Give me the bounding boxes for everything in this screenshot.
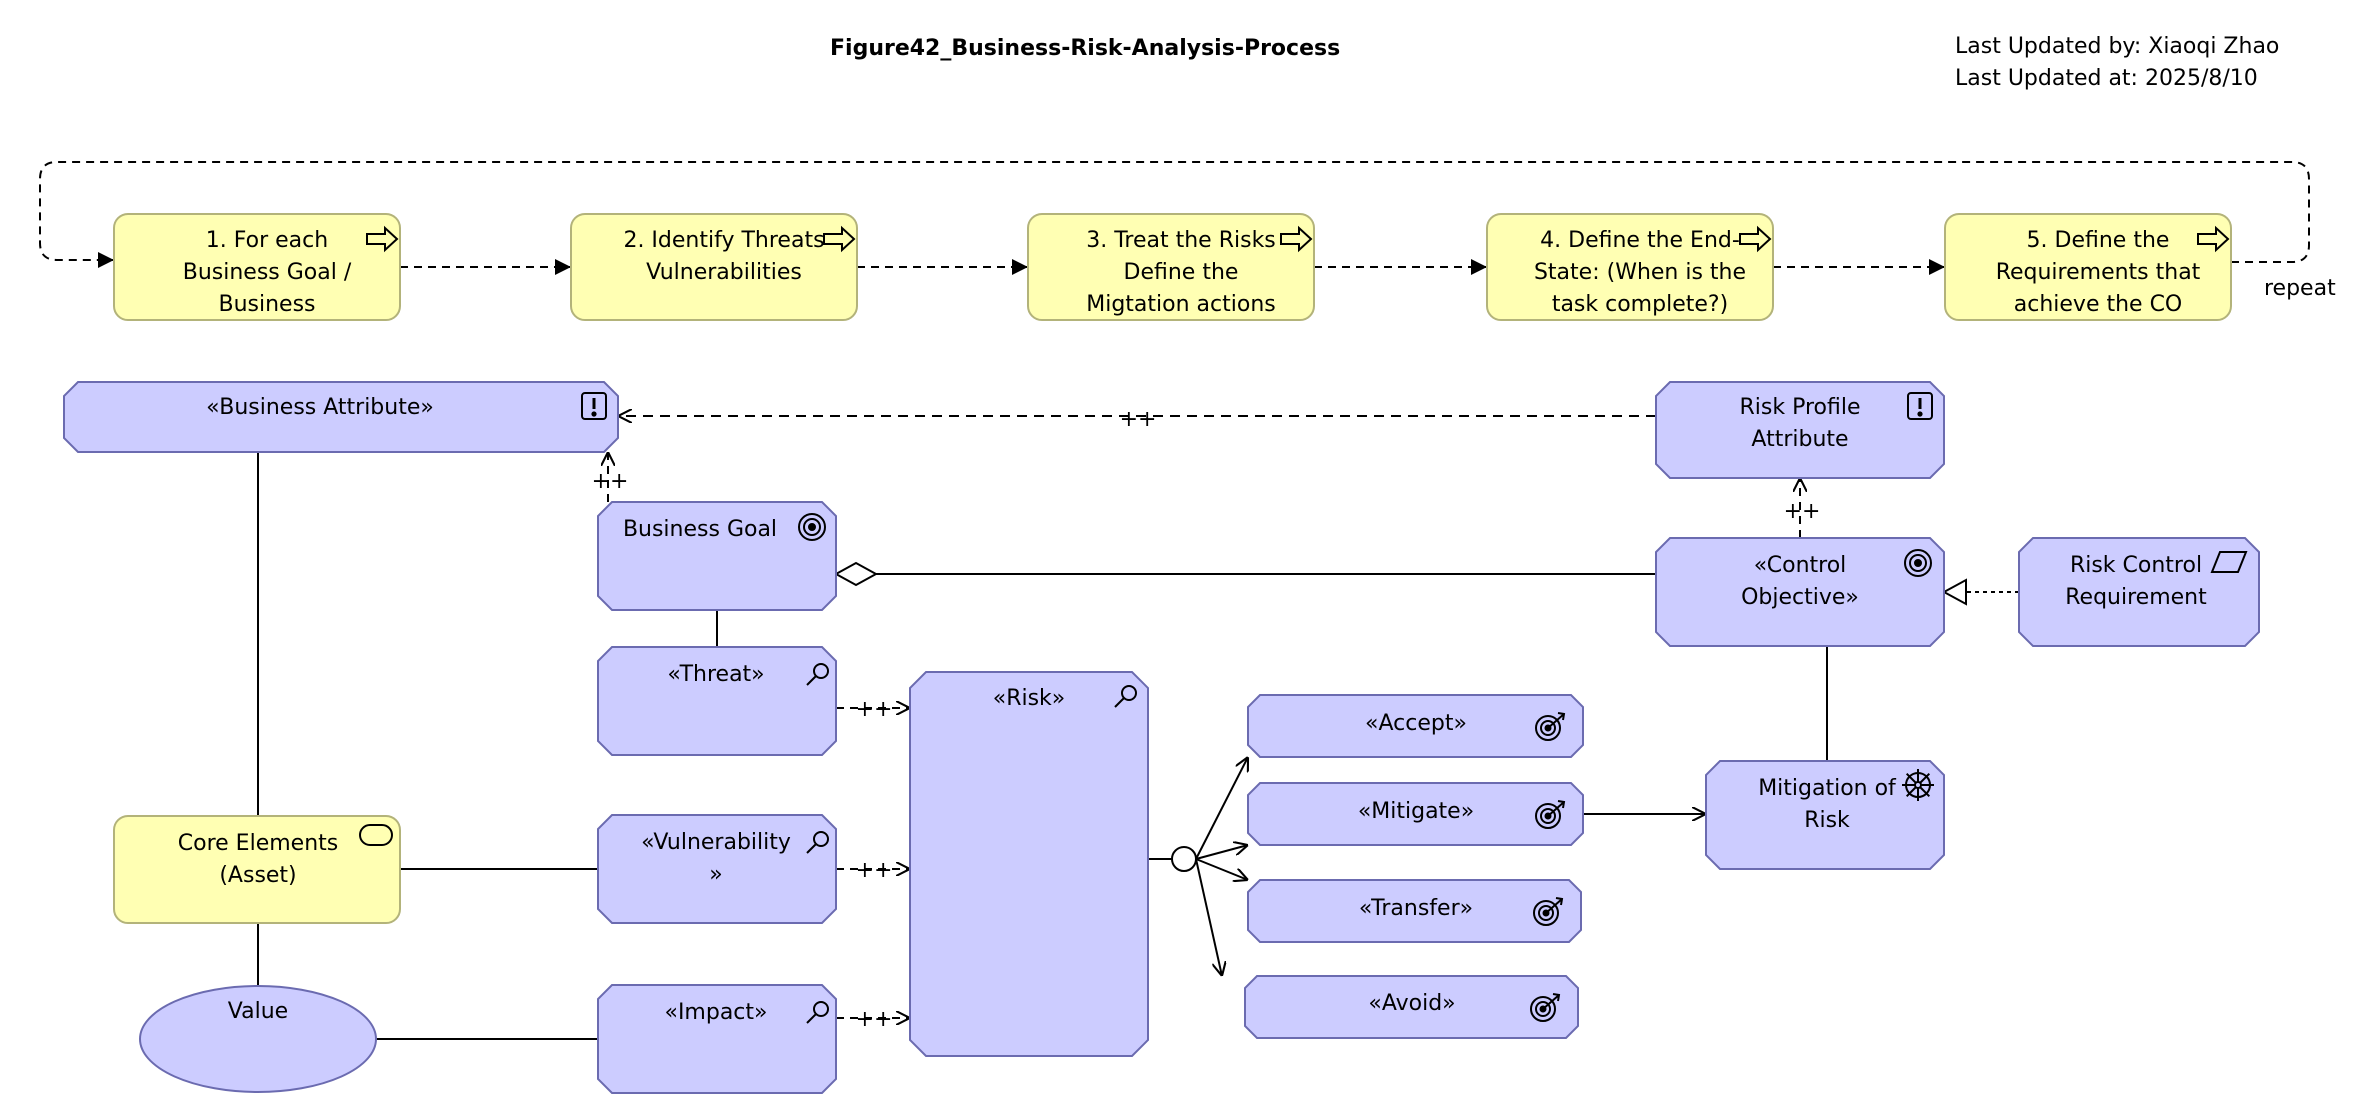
goal-target-icon bbox=[798, 513, 826, 541]
triggering-connector bbox=[1195, 858, 1248, 880]
process-arrow-icon bbox=[1280, 225, 1313, 253]
process-arrow-icon bbox=[1739, 225, 1772, 253]
course-of-action-icon bbox=[1902, 769, 1934, 801]
vulnerability-label: » bbox=[709, 862, 722, 887]
process-step-label: task complete?) bbox=[1552, 292, 1728, 317]
triggering-connector bbox=[1195, 757, 1248, 860]
vulnerability-label: «Vulnerability bbox=[641, 830, 791, 855]
business-goal-label: Business Goal bbox=[623, 517, 777, 542]
risk-control-requirement-label: Risk Control bbox=[2070, 553, 2202, 578]
value-label: Value bbox=[228, 999, 288, 1024]
mitigate-label: «Mitigate» bbox=[1358, 799, 1474, 824]
repeat-label: repeat bbox=[2264, 276, 2336, 301]
risk-profile-attribute-label: Attribute bbox=[1751, 427, 1848, 452]
service-pill-icon bbox=[359, 824, 393, 846]
value-node[interactable]: Value bbox=[139, 985, 377, 1093]
impact-label: «Impact» bbox=[664, 1000, 767, 1025]
risk-profile-attribute-label: Risk Profile bbox=[1740, 395, 1861, 420]
risk[interactable]: «Risk» bbox=[909, 671, 1149, 1057]
influence-label: ++ bbox=[856, 697, 893, 722]
aggregation-diamond bbox=[833, 561, 879, 587]
avoid[interactable]: «Avoid» bbox=[1244, 975, 1579, 1039]
assessment-magnifier-icon bbox=[1114, 685, 1137, 708]
control-objective-label: Objective» bbox=[1741, 585, 1859, 610]
process-arrow-icon bbox=[2197, 225, 2230, 253]
process-step-label: Business bbox=[218, 292, 315, 317]
last-updated-by: Last Updated by: Xiaoqi Zhao bbox=[1955, 34, 2280, 59]
process-step-label: 4. Define the End- bbox=[1540, 228, 1740, 253]
outcome-icon bbox=[1535, 800, 1566, 829]
labels: repeat ++ ++ ++ ++ ++ ++ bbox=[592, 276, 2337, 1032]
assessment-magnifier-icon bbox=[806, 831, 829, 854]
core-elements-label: (Asset) bbox=[219, 863, 296, 888]
business-attribute[interactable]: «Business Attribute» bbox=[63, 381, 619, 453]
influence-label: ++ bbox=[592, 469, 629, 494]
threat[interactable]: «Threat» bbox=[597, 646, 837, 756]
realization-triangle bbox=[1941, 578, 1967, 606]
business-attribute-label: «Business Attribute» bbox=[206, 395, 434, 420]
influence-label: ++ bbox=[1784, 499, 1821, 524]
exclamation-icon bbox=[1907, 392, 1933, 420]
assessment-magnifier-icon bbox=[806, 663, 829, 686]
exclamation-icon bbox=[581, 392, 607, 420]
process-step-label: 3. Treat the Risks bbox=[1086, 228, 1276, 253]
mitigation-of-risk[interactable]: Mitigation of Risk bbox=[1705, 760, 1945, 870]
influence-label: ++ bbox=[856, 858, 893, 883]
goal-target-icon bbox=[1904, 549, 1932, 577]
outcome-icon bbox=[1533, 897, 1564, 926]
mitigation-of-risk-label: Risk bbox=[1804, 808, 1850, 833]
outcome-icon bbox=[1535, 712, 1566, 741]
risk-control-requirement-label: Requirement bbox=[2065, 585, 2207, 610]
control-objective-label: «Control bbox=[1754, 553, 1847, 578]
influence-label: ++ bbox=[856, 1007, 893, 1032]
process-step-label: Vulnerabilities bbox=[646, 260, 802, 285]
vulnerability[interactable]: «Vulnerability » bbox=[597, 814, 837, 924]
or-junction bbox=[1171, 846, 1197, 872]
connectors bbox=[39, 161, 2310, 1040]
process-step-label: 2. Identify Threats bbox=[623, 228, 824, 253]
accept[interactable]: «Accept» bbox=[1247, 694, 1584, 758]
assessment-magnifier-icon bbox=[806, 1001, 829, 1024]
influence-label: ++ bbox=[1120, 407, 1157, 432]
avoid-label: «Avoid» bbox=[1368, 991, 1455, 1016]
threat-label: «Threat» bbox=[667, 662, 764, 687]
impact[interactable]: «Impact» bbox=[597, 984, 837, 1094]
last-updated-at: Last Updated at: 2025/8/10 bbox=[1955, 66, 2258, 91]
process-step-label: Business Goal / bbox=[183, 260, 352, 285]
process-arrow-icon bbox=[366, 225, 399, 253]
core-elements-asset[interactable]: Core Elements (Asset) bbox=[113, 815, 401, 924]
triggering-connector bbox=[1195, 845, 1248, 860]
transfer-label: «Transfer» bbox=[1359, 896, 1473, 921]
diagram-title: Figure42_Business-Risk-Analysis-Process bbox=[830, 36, 1341, 61]
core-elements-label: Core Elements bbox=[178, 831, 338, 856]
mitigation-of-risk-label: Mitigation of bbox=[1758, 776, 1897, 801]
process-step-label: 1. For each bbox=[206, 228, 328, 253]
process-step-label: achieve the CO bbox=[2014, 292, 2183, 317]
outcome-icon bbox=[1530, 993, 1561, 1022]
process-arrow-icon bbox=[823, 225, 856, 253]
risk-label: «Risk» bbox=[993, 686, 1066, 711]
accept-label: «Accept» bbox=[1365, 711, 1467, 736]
process-step-label: State: (When is the bbox=[1534, 260, 1746, 285]
process-step-label: 5. Define the bbox=[2027, 228, 2170, 253]
requirement-icon bbox=[2210, 551, 2248, 573]
process-step-4[interactable]: 4. Define the End- State: (When is the tas… bbox=[1486, 213, 1774, 321]
transfer[interactable]: «Transfer» bbox=[1247, 879, 1582, 943]
process-step-label: Requirements that bbox=[1996, 260, 2201, 285]
mitigate[interactable]: «Mitigate» bbox=[1247, 782, 1584, 846]
process-step-label: Define the bbox=[1124, 260, 1239, 285]
process-step-label: Migtation actions bbox=[1086, 292, 1275, 317]
business-goal[interactable]: Business Goal bbox=[597, 501, 837, 611]
triggering-connector bbox=[1195, 858, 1222, 976]
